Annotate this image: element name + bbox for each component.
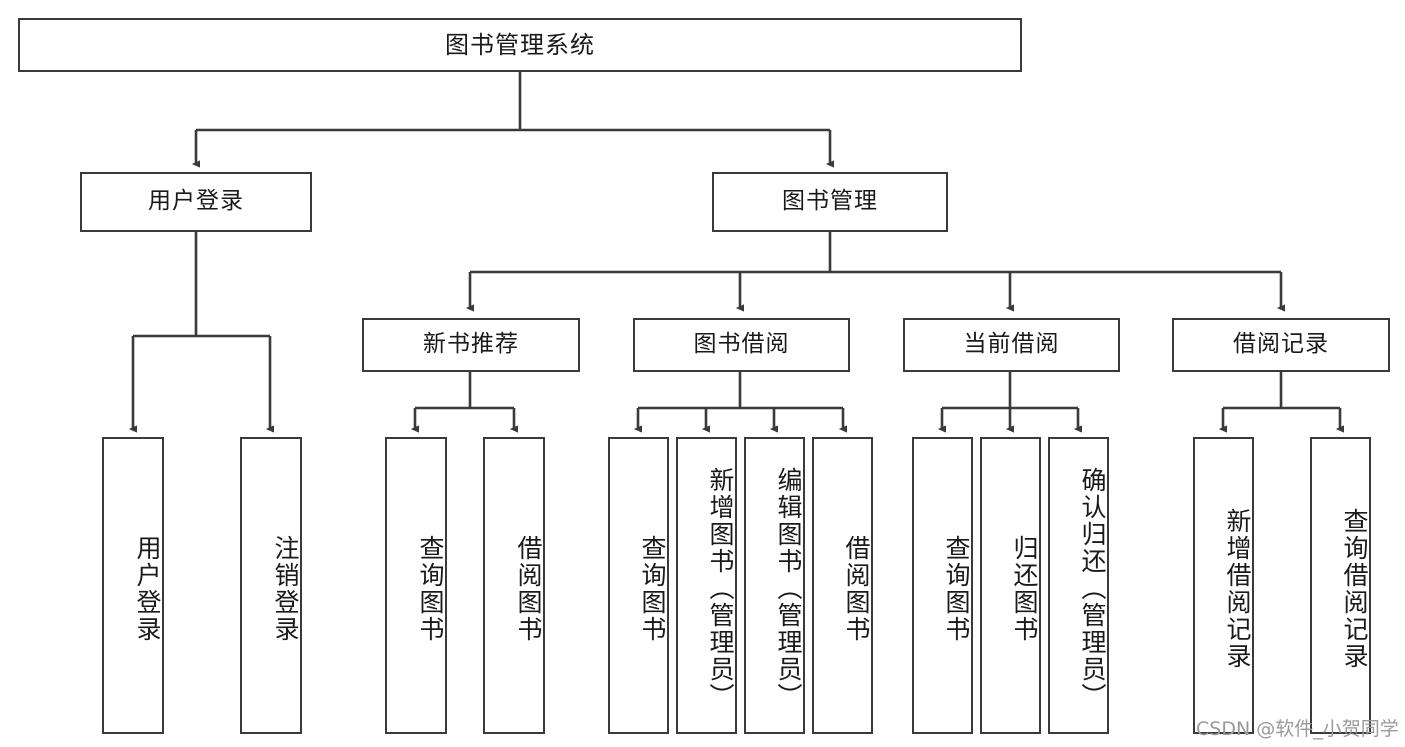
node-book-borrowing[interactable]: 图书借阅 bbox=[633, 318, 850, 372]
leaf-borrow-books[interactable]: 借阅图书 bbox=[812, 437, 873, 734]
node-label: 查询图书 bbox=[416, 534, 445, 643]
node-label: 图书管理 bbox=[782, 188, 878, 215]
leaf-query-books-new[interactable]: 查询图书 bbox=[385, 437, 447, 734]
leaf-add-book-admin[interactable]: 新增图书（管理员） bbox=[676, 437, 737, 734]
node-label: 当前借阅 bbox=[963, 331, 1060, 358]
node-root-book-management-system[interactable]: 图书管理系统 bbox=[18, 18, 1022, 72]
leaf-return-books[interactable]: 归还图书 bbox=[980, 437, 1041, 734]
node-label: 注销登录 bbox=[271, 534, 300, 643]
node-label: 查询图书 bbox=[638, 534, 667, 643]
node-label: 新增图书（管理员） bbox=[706, 467, 735, 710]
node-label: 新增借阅记录 bbox=[1223, 507, 1252, 670]
leaf-borrow-books-new[interactable]: 借阅图书 bbox=[483, 437, 545, 734]
node-label: 用户登录 bbox=[133, 534, 162, 643]
leaf-query-books-current[interactable]: 查询图书 bbox=[912, 437, 973, 734]
node-label: 查询借阅记录 bbox=[1340, 507, 1369, 670]
node-label: 图书借阅 bbox=[693, 331, 790, 358]
leaf-query-borrow-record[interactable]: 查询借阅记录 bbox=[1310, 437, 1371, 734]
watermark: CSDN @软件_小贺同学 bbox=[1196, 718, 1399, 740]
leaf-query-books-borrow[interactable]: 查询图书 bbox=[608, 437, 669, 734]
node-label: 图书管理系统 bbox=[445, 30, 595, 59]
node-label: 确认归还（管理员） bbox=[1078, 467, 1107, 710]
leaf-add-borrow-record[interactable]: 新增借阅记录 bbox=[1193, 437, 1254, 734]
leaf-edit-book-admin[interactable]: 编辑图书（管理员） bbox=[744, 437, 805, 734]
node-book-management[interactable]: 图书管理 bbox=[712, 172, 948, 232]
node-label: 用户登录 bbox=[148, 188, 244, 215]
node-label: 编辑图书（管理员） bbox=[774, 467, 803, 710]
node-label: 新书推荐 bbox=[423, 331, 519, 358]
node-label: 借阅记录 bbox=[1233, 331, 1329, 358]
leaf-user-login[interactable]: 用户登录 bbox=[102, 437, 164, 734]
node-borrowing-records[interactable]: 借阅记录 bbox=[1172, 318, 1390, 372]
leaf-confirm-return-admin[interactable]: 确认归还（管理员） bbox=[1048, 437, 1109, 734]
node-label: 归还图书 bbox=[1010, 534, 1039, 643]
node-user-login[interactable]: 用户登录 bbox=[80, 172, 312, 232]
node-label: 查询图书 bbox=[942, 534, 971, 643]
node-label: 借阅图书 bbox=[842, 534, 871, 643]
node-label: 借阅图书 bbox=[514, 534, 543, 643]
node-new-book-recommendation[interactable]: 新书推荐 bbox=[362, 318, 580, 372]
leaf-logout[interactable]: 注销登录 bbox=[240, 437, 302, 734]
node-current-borrowing[interactable]: 当前借阅 bbox=[903, 318, 1120, 372]
